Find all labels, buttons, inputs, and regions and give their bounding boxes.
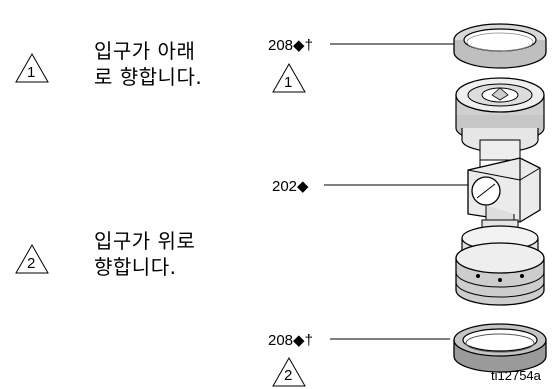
upper-housing <box>455 77 545 170</box>
center-body <box>467 157 541 227</box>
note-1-line-2: 로 향합니다. <box>94 65 203 89</box>
note-1-text: 입구가 아래 로 향합니다. <box>94 38 202 90</box>
callout-middle-label: 202◆ <box>272 178 309 195</box>
note-2-line-1: 입구가 위로 <box>94 229 196 253</box>
callout-top-triangle-icon <box>272 62 306 93</box>
callout-bottom-marker: 2 <box>284 367 293 384</box>
bottom-seal-ring <box>453 323 547 373</box>
note-1-marker: 1 <box>27 64 36 81</box>
note-1-line-1: 입구가 아래 <box>94 39 196 63</box>
top-seal-ring <box>453 23 547 69</box>
note-2-marker: 2 <box>27 255 36 272</box>
callout-bottom-label: 208◆† <box>268 332 313 349</box>
note-2-text: 입구가 위로 향합니다. <box>94 228 195 280</box>
callout-top-label: 208◆† <box>268 37 313 54</box>
note-2-line-2: 향합니다. <box>94 255 177 279</box>
callout-top-marker: 1 <box>284 74 293 91</box>
note-2-triangle-icon <box>15 243 49 274</box>
callout-bottom-triangle-icon <box>272 356 306 387</box>
lower-housing <box>455 219 545 306</box>
note-1-triangle-icon <box>15 52 49 83</box>
